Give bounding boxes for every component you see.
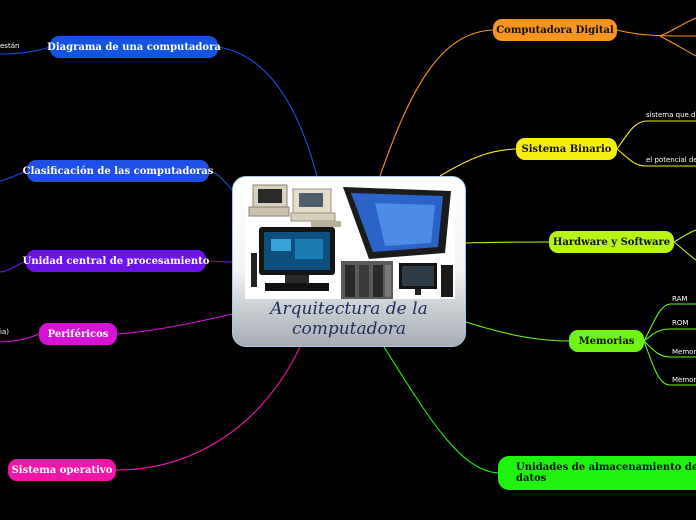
subtopic-memoria-rom[interactable]: ROM [672,319,689,327]
link-cd-leaf-b [659,17,696,37]
link-mem-rom [643,328,696,342]
vintage-computers-image [248,184,341,227]
topic-label: Sistema Binario [521,143,612,155]
link-sb-leaf-2 [616,148,696,167]
topic-unidades-almacenamiento[interactable]: Unidades de almacenamiento de datos [498,456,696,490]
topic-hardware-software[interactable]: Hardware y Software [549,231,674,253]
link-clasificacion-leaf [0,170,28,182]
topic-label: Unidad central de procesamiento [22,255,210,267]
topic-label: Hardware y Software [552,236,671,248]
all-in-one-computer-image [251,227,335,291]
desktop-tower-image [399,263,453,297]
link-mem-3 [643,340,696,358]
topic-label: Diagrama de una computadora [47,41,221,53]
topic-diagrama-computadora[interactable]: Diagrama de una computadora [47,36,221,58]
topic-label: Memorias [578,335,635,347]
link-hardware-software [465,241,550,244]
subtopic-sistema-binario-1[interactable]: sistema que d [646,111,696,119]
link-hs-leaf-2 [673,241,696,261]
link-clasificacion [208,170,233,191]
computer-images [245,183,455,299]
central-title-line2: computadora [291,319,407,339]
link-cd-leaf-c [659,35,696,57]
link-unidades [383,346,499,474]
topic-perifericos[interactable]: Periféricos [39,323,117,345]
topic-label-line2: datos [516,473,547,484]
subtopic-diagrama-snippet[interactable]: están [0,42,20,50]
subtopic-memoria-ram[interactable]: RAM [672,295,688,303]
link-diagrama [217,46,319,181]
link-ucp-leaf [0,260,27,273]
link-diagrama-leaf [0,46,51,55]
link-perifericos [116,313,233,335]
central-topic-title: Arquitectura de la computadora [233,299,465,339]
topic-label: Periféricos [47,328,109,340]
servers-image [341,261,393,299]
topic-label: Computadora Digital [496,24,614,36]
central-title-line1: Arquitectura de la [270,299,428,319]
subtopic-sistema-binario-2[interactable]: el potencial de [646,156,696,164]
link-computadora-digital [379,29,494,177]
topic-unidad-central-procesamiento[interactable]: Unidad central de procesamiento [23,250,209,272]
subtopic-perifericos-snippet[interactable]: ia) [0,328,9,336]
topic-memorias[interactable]: Memorias [569,330,644,352]
central-topic[interactable]: Arquitectura de la computadora [232,176,466,347]
subtopic-memoria-3[interactable]: Memor [672,348,696,356]
topic-clasificacion-computadoras[interactable]: Clasificación de las computadoras [23,160,213,182]
link-hs-leaf-1 [673,229,696,243]
link-cd-leaf-a [616,29,696,37]
link-ucp [205,260,233,263]
link-mem-ram [643,303,696,342]
topic-label: Clasificación de las computadoras [22,165,214,177]
link-sb-leaf-1 [616,120,696,150]
topic-label-line1: Unidades de almacenamiento de [516,462,696,473]
subtopic-memoria-4[interactable]: Memor [672,376,696,384]
topic-sistema-binario[interactable]: Sistema Binario [516,138,617,160]
topic-computadora-digital[interactable]: Computadora Digital [493,19,617,41]
topic-sistema-operativo[interactable]: Sistema operativo [8,459,116,481]
link-memorias [465,321,570,342]
link-sistema-binario [439,148,517,177]
link-perifericos-leaf [0,333,40,343]
link-so [115,346,301,471]
tablet-image [343,187,451,259]
link-mem-4 [643,340,696,386]
topic-label: Sistema operativo [11,464,113,476]
